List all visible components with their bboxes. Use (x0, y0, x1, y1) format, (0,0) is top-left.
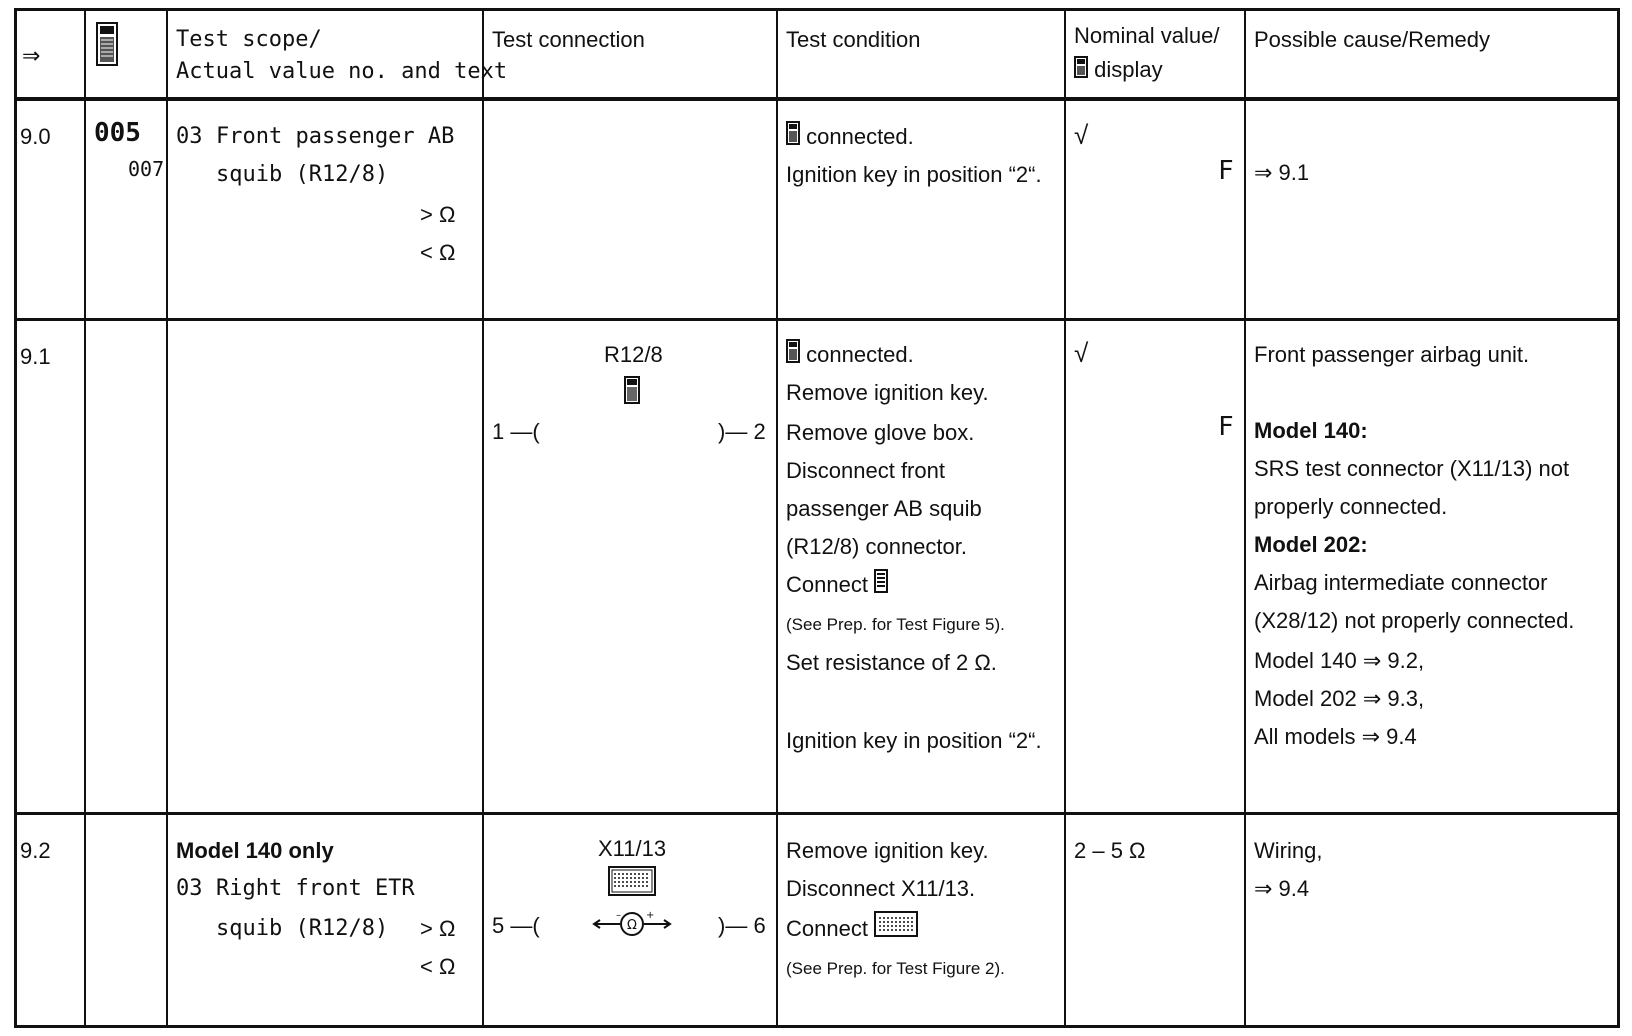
svg-text:+: + (646, 910, 654, 921)
cause-text: (X28/12) not properly connected. (1254, 608, 1575, 633)
test-connector-icon (608, 866, 656, 908)
nominal-value: 2 – 5 Ω (1074, 838, 1146, 863)
connector-label: X11/13 (598, 836, 667, 861)
cause-text: Model 140 ⇒ 9.2, (1254, 648, 1425, 673)
nominal-check: √ (1074, 338, 1089, 368)
table-border-left (14, 8, 17, 1028)
condition-text: Connect (786, 916, 868, 941)
table-border-bottom (14, 1025, 1620, 1028)
test-connector-icon (874, 911, 919, 949)
cause-text: ⇒ 9.4 (1254, 876, 1310, 901)
condition-line: Connect (786, 566, 889, 605)
step-number: 9.0 (20, 124, 51, 149)
tester-icon (786, 337, 800, 375)
cause-text: Model 202 ⇒ 9.3, (1254, 686, 1425, 711)
pin-left: 5 —( (492, 913, 540, 938)
header-test-connection: Test connection (492, 27, 645, 52)
header-divider (14, 97, 1620, 101)
nominal-fault-flag: F (1218, 156, 1234, 186)
col-divider-4 (776, 8, 778, 1028)
row-divider-1 (14, 318, 1620, 321)
actual-value-number: 03 (176, 876, 203, 901)
less-than-ohm: < Ω (420, 954, 456, 979)
step-number: 9.1 (20, 344, 51, 369)
scope-text: squib (R12/8) (216, 162, 389, 187)
connector-icon (624, 376, 640, 416)
cause-text: Airbag intermediate connector (1254, 570, 1548, 595)
header-test-scope-line1: Test scope/ (176, 27, 322, 52)
connector-label: R12/8 (604, 342, 663, 367)
cause-text: All models ⇒ 9.4 (1254, 724, 1417, 749)
fault-code-sub: 007 (128, 157, 165, 181)
condition-line: Connect (786, 910, 919, 949)
condition-line: connected. (786, 118, 914, 157)
scope-title: Model 140 only (176, 838, 334, 863)
step-number: 9.2 (20, 838, 51, 863)
scope-text: Front passenger AB (216, 124, 455, 149)
tester-icon (96, 22, 118, 78)
condition-line: Remove ignition key. (786, 838, 989, 863)
col-divider-2 (166, 8, 168, 1028)
condition-line: Remove glove box. (786, 420, 975, 445)
tester-icon (1074, 55, 1088, 87)
condition-text: Connect (786, 572, 868, 597)
col-divider-6 (1244, 8, 1246, 1028)
header-nominal-line1: Nominal value/ (1074, 23, 1220, 48)
fault-code: 005 (94, 118, 141, 148)
pin-right: )— 2 (718, 419, 766, 444)
scope-text: Right front ETR (216, 876, 415, 901)
row-divider-2 (14, 812, 1620, 815)
condition-note: (See Prep. for Test Figure 2). (786, 959, 1005, 978)
condition-line: (R12/8) connector. (786, 534, 967, 559)
col-divider-5 (1064, 8, 1066, 1028)
table-border-top (14, 8, 1620, 11)
condition-note: (See Prep. for Test Figure 5). (786, 615, 1005, 634)
cause-text: SRS test connector (X11/13) not (1254, 456, 1570, 481)
header-test-condition: Test condition (786, 27, 921, 52)
greater-than-ohm: > Ω (420, 202, 456, 227)
condition-line: Set resistance of 2 Ω. (786, 650, 997, 675)
tester-icon (786, 119, 800, 157)
scope-text: squib (R12/8) (216, 916, 389, 941)
cause-text: Front passenger airbag unit. (1254, 342, 1530, 367)
header-nominal-line2: display (1074, 54, 1163, 87)
cause-text: ⇒ 9.1 (1254, 160, 1310, 185)
condition-line: Ignition key in position “2“. (786, 728, 1042, 753)
header-arrow: ⇒ (22, 43, 41, 68)
col-divider-1 (84, 8, 86, 1028)
cause-text: properly connected. (1254, 494, 1448, 519)
actual-value-number: 03 (176, 124, 203, 149)
nominal-check: √ (1074, 120, 1089, 150)
cause-model-heading: Model 140: (1254, 418, 1368, 443)
nominal-display-label: display (1094, 57, 1163, 82)
cause-model-heading: Model 202: (1254, 532, 1368, 557)
header-possible-cause: Possible cause/Remedy (1254, 27, 1491, 52)
svg-text:Ω: Ω (627, 918, 637, 933)
condition-line: Ignition key in position “2“. (786, 162, 1042, 187)
condition-text: connected. (806, 124, 914, 149)
svg-text:–: – (616, 910, 621, 921)
ohmmeter-icon: Ω– + (592, 908, 672, 952)
header-test-scope-line2: Actual value no. and text (176, 59, 508, 84)
cause-text: Wiring, (1254, 838, 1323, 863)
condition-line: passenger AB squib (786, 496, 982, 521)
table-border-right (1617, 8, 1620, 1028)
condition-line: Disconnect X11/13. (786, 876, 976, 901)
pin-right: )— 6 (718, 913, 766, 938)
condition-line: connected. (786, 336, 914, 375)
nominal-fault-flag: F (1218, 412, 1234, 442)
pin-left: 1 —( (492, 419, 540, 444)
col-divider-3 (482, 8, 484, 1028)
condition-line: Disconnect front (786, 458, 945, 483)
resistance-decade-icon (874, 567, 889, 605)
condition-text: connected. (806, 342, 914, 367)
condition-line: Remove ignition key. (786, 380, 989, 405)
less-than-ohm: < Ω (420, 240, 456, 265)
greater-than-ohm: > Ω (420, 916, 456, 941)
